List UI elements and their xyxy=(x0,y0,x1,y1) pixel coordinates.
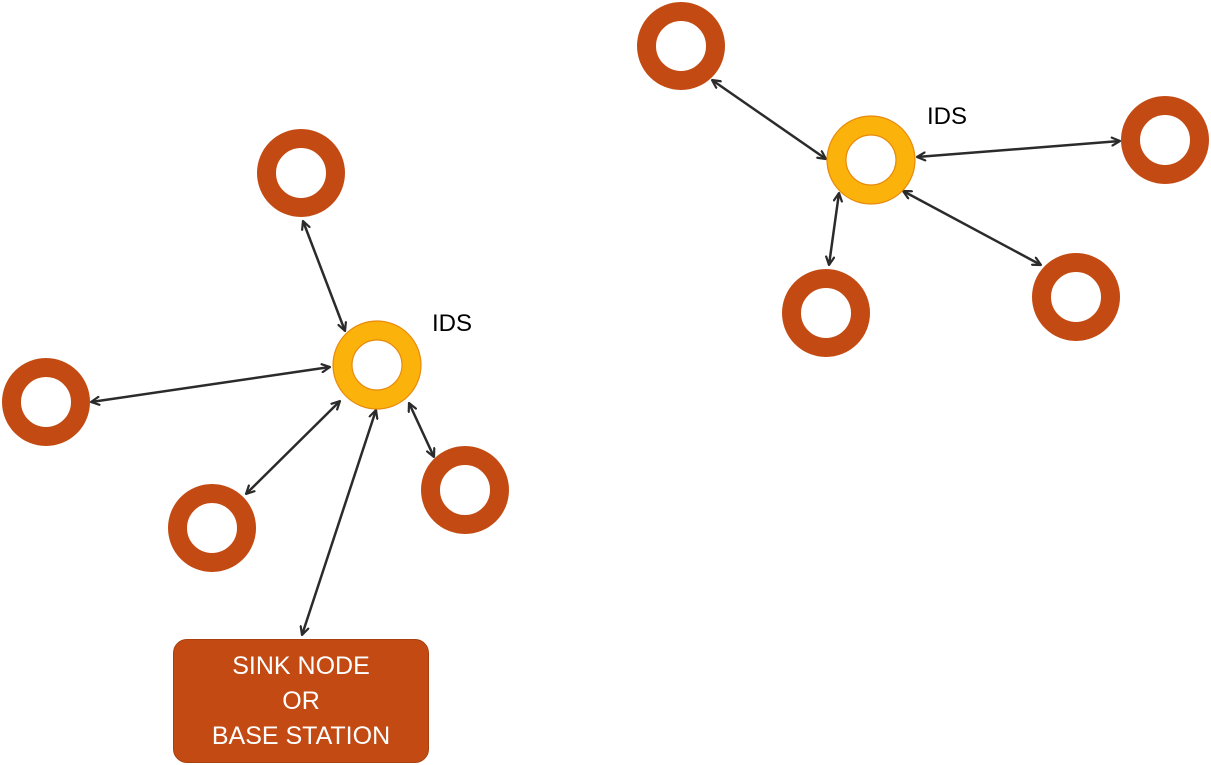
sensor-node xyxy=(782,269,870,357)
link-ids2-right-node xyxy=(917,141,1120,157)
cluster-2-links xyxy=(712,80,1120,267)
sink-node-line-1: SINK NODE xyxy=(232,651,370,680)
ids-label: IDS xyxy=(432,310,473,337)
sensor-node xyxy=(257,129,345,217)
ids-node-outline xyxy=(826,115,916,205)
cluster-2-nodes xyxy=(637,2,1209,357)
ids-node-outline xyxy=(332,320,422,410)
link-ids1-bottom-left-node xyxy=(246,401,340,494)
sink-node-box: SINK NODE OR BASE STATION xyxy=(173,639,429,763)
sensor-node xyxy=(421,446,509,534)
link-ids1-sink-node xyxy=(302,410,376,635)
sensor-node xyxy=(168,484,256,572)
ids-label: IDS xyxy=(927,103,968,130)
link-ids1-top-node xyxy=(303,221,345,331)
sensor-node xyxy=(2,358,90,446)
ids-node xyxy=(333,321,421,409)
link-ids2-top-left-node xyxy=(712,80,826,159)
sink-node-line-2: OR xyxy=(282,686,320,715)
link-ids2-bottom-right-node xyxy=(903,189,1041,267)
link-ids2-bottom-node xyxy=(829,193,839,265)
sensor-node xyxy=(1032,253,1120,341)
sink-node-line-3: BASE STATION xyxy=(211,721,391,750)
ids-node xyxy=(827,116,915,204)
sensor-node xyxy=(1121,96,1209,184)
link-ids1-bottom-right-node xyxy=(409,403,434,457)
cluster-1-links xyxy=(91,221,434,635)
ids-node-inner-outline xyxy=(351,339,403,391)
ids-node-inner-outline xyxy=(845,134,897,186)
sensor-node xyxy=(637,2,725,90)
link-ids1-left-node xyxy=(91,367,330,402)
cluster-1-nodes xyxy=(2,129,509,572)
